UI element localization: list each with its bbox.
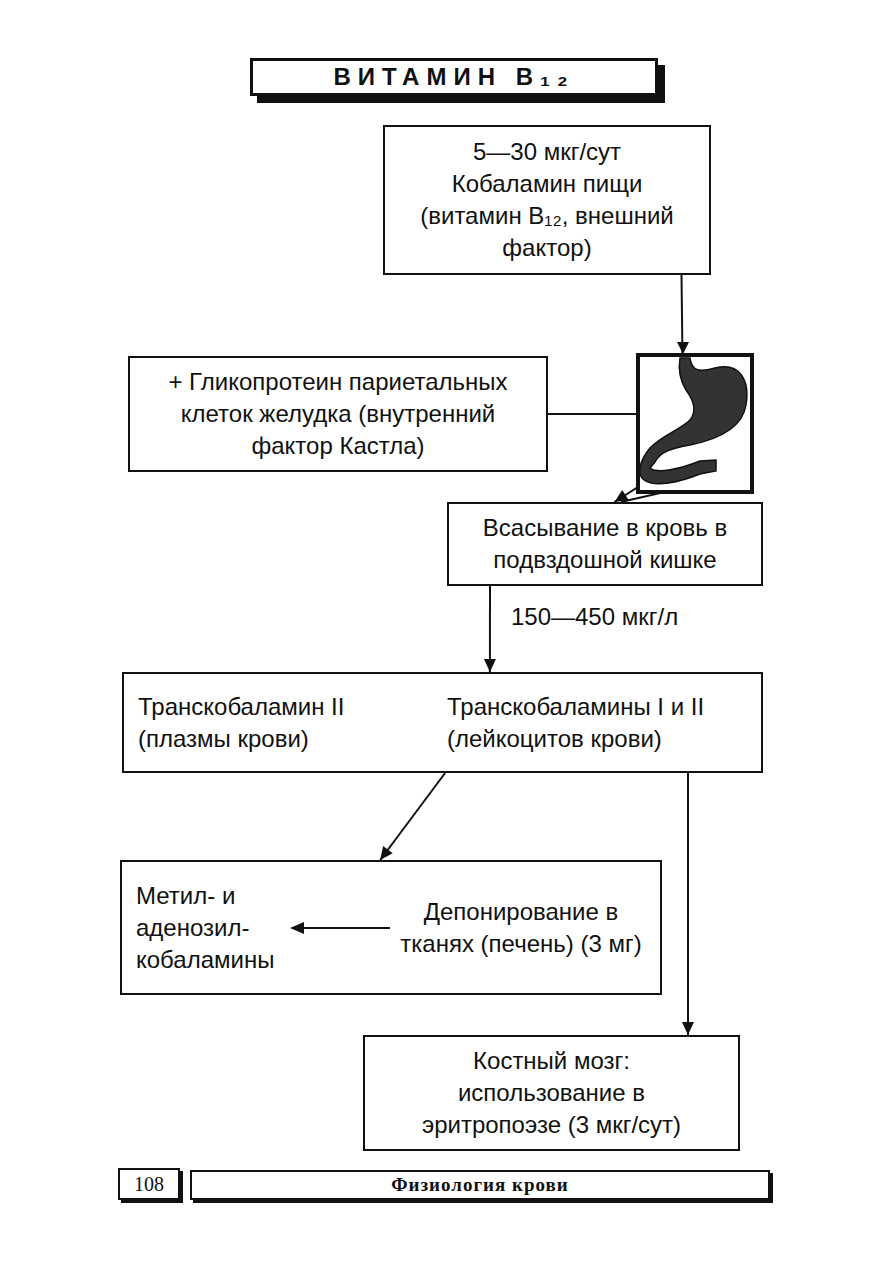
arrow-head xyxy=(380,846,393,860)
storage-box: Метил- и аденозил- кобаламины Депонирован… xyxy=(120,860,662,995)
node-text: Транскобаламины I и II (лейкоцитов крови… xyxy=(447,691,747,755)
connector xyxy=(682,773,694,1035)
node-text: Всасывание в кровь в подвздошной кишке xyxy=(463,512,747,576)
node-text: Метил- и аденозил- кобаламины xyxy=(136,880,288,976)
node-text: Транскобаламин II (плазмы крови) xyxy=(138,691,403,755)
connector xyxy=(380,773,445,860)
connector-line xyxy=(380,773,445,860)
page-number: 108 xyxy=(134,1172,164,1196)
target-box: Костный мозг: использование в эритропоэз… xyxy=(363,1035,740,1151)
arrow-head xyxy=(682,1022,694,1035)
node-text: + Гликопротеин париетальных клеток желуд… xyxy=(144,366,532,462)
running-footer-frame: Физиология крови xyxy=(190,1170,770,1200)
stomach-shape xyxy=(640,358,747,484)
arrow-head xyxy=(290,922,304,934)
edge-label: 150—450 мкг/л xyxy=(508,602,681,632)
node-text: 5—30 мкг/сут Кобаламин пищи (витамин B₁₂… xyxy=(417,136,677,264)
connector-line xyxy=(687,773,689,1035)
running-footer: Физиология крови xyxy=(391,1173,569,1197)
arrow-head xyxy=(677,342,689,354)
page-number-frame: 108 xyxy=(118,1168,180,1200)
connector xyxy=(484,586,496,672)
title-frame: ВИТАМИН B₁₂ xyxy=(250,58,658,96)
arrow-head xyxy=(484,659,496,672)
title-text: ВИТАМИН B₁₂ xyxy=(333,61,574,93)
transport-box: Транскобаламин II (плазмы крови) Транскоб… xyxy=(122,672,763,773)
stomach-frame xyxy=(638,355,752,492)
node-text: Костный мозг: использование в эритропоэз… xyxy=(391,1045,713,1141)
factor-box: + Гликопротеин париетальных клеток желуд… xyxy=(128,356,548,472)
node-text: Депонирование в тканях (печень) (3 мг) xyxy=(396,896,646,960)
inner-arrow-line xyxy=(300,927,390,929)
stomach-illustration xyxy=(630,340,760,500)
source-box: 5—30 мкг/сут Кобаламин пищи (витамин B₁₂… xyxy=(383,125,711,275)
process-box: Всасывание в кровь в подвздошной кишке xyxy=(447,502,763,586)
